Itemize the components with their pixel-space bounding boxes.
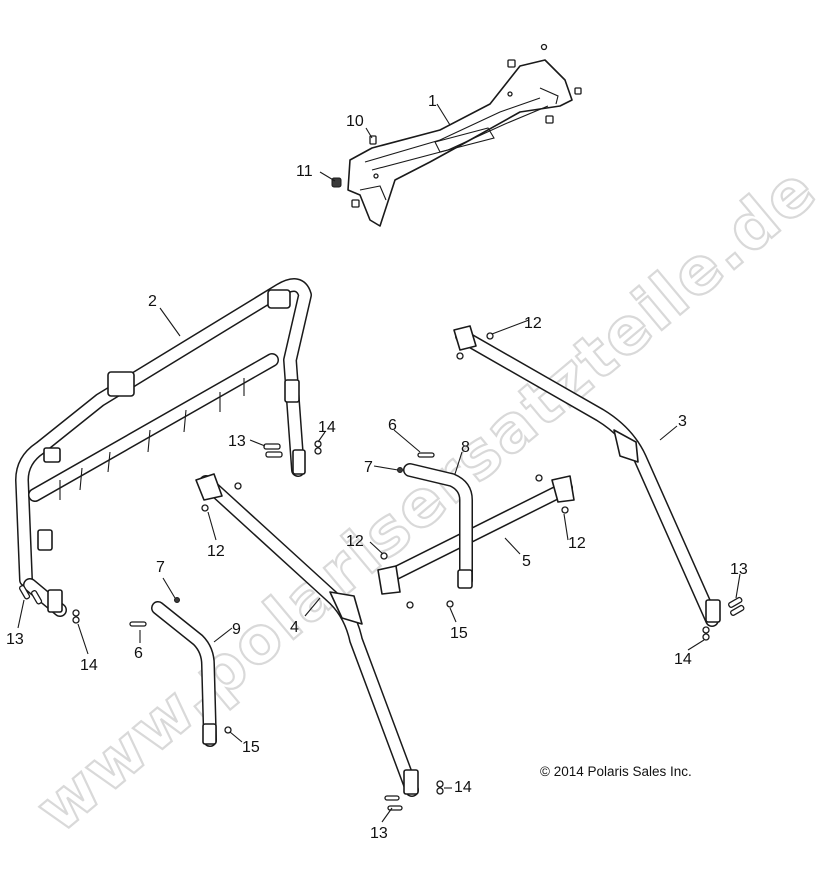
callout-10: 10 [346,113,364,130]
callout-14d: 14 [454,779,472,796]
callout-11: 11 [296,163,313,180]
part-9-support-brace [151,601,217,747]
callout-13b: 13 [228,433,246,450]
watermark-text: www.polarisersatzteile.de [23,152,817,847]
callout-14a: 14 [80,657,98,674]
copyright-notice: © 2014 Polaris Sales Inc. [540,764,692,779]
callout-12d: 12 [568,535,586,552]
callout-12a: 12 [207,543,225,560]
callout-6a: 6 [388,417,397,434]
part-3-right-pillar [453,325,721,627]
callout-8: 8 [461,439,470,456]
callout-3: 3 [678,413,687,430]
callout-6b: 6 [134,645,143,662]
part-1-hardware [331,43,582,208]
callout-14b: 14 [318,419,336,436]
callout-7b: 7 [364,459,373,476]
callout-1: 1 [428,93,437,110]
callout-14c: 14 [674,651,692,668]
callout-7a: 7 [156,559,165,576]
callout-13a: 13 [6,631,24,648]
callout-12b: 12 [524,315,542,332]
callout-9: 9 [232,621,241,638]
part-8-support-brace [403,463,473,589]
part-1-roof-panel [347,59,573,227]
callout-4: 4 [290,619,299,636]
callout-12c: 12 [346,533,364,550]
hardware-fasteners [18,332,745,811]
callout-5: 5 [522,553,531,570]
callout-15b: 15 [242,739,260,756]
callout-13d: 13 [370,825,388,842]
callout-numbers: 1 10 11 2 3 4 5 6 6 7 7 8 9 12 12 12 12 … [6,93,748,842]
callout-2: 2 [148,293,157,310]
part-4-left-pillar [195,473,419,797]
part-2-rear-roll-bar [15,278,312,617]
callout-15a: 15 [450,625,468,642]
callout-leader-lines [17,103,741,823]
part-5-cross-brace [377,475,575,595]
callout-13c: 13 [730,561,748,578]
